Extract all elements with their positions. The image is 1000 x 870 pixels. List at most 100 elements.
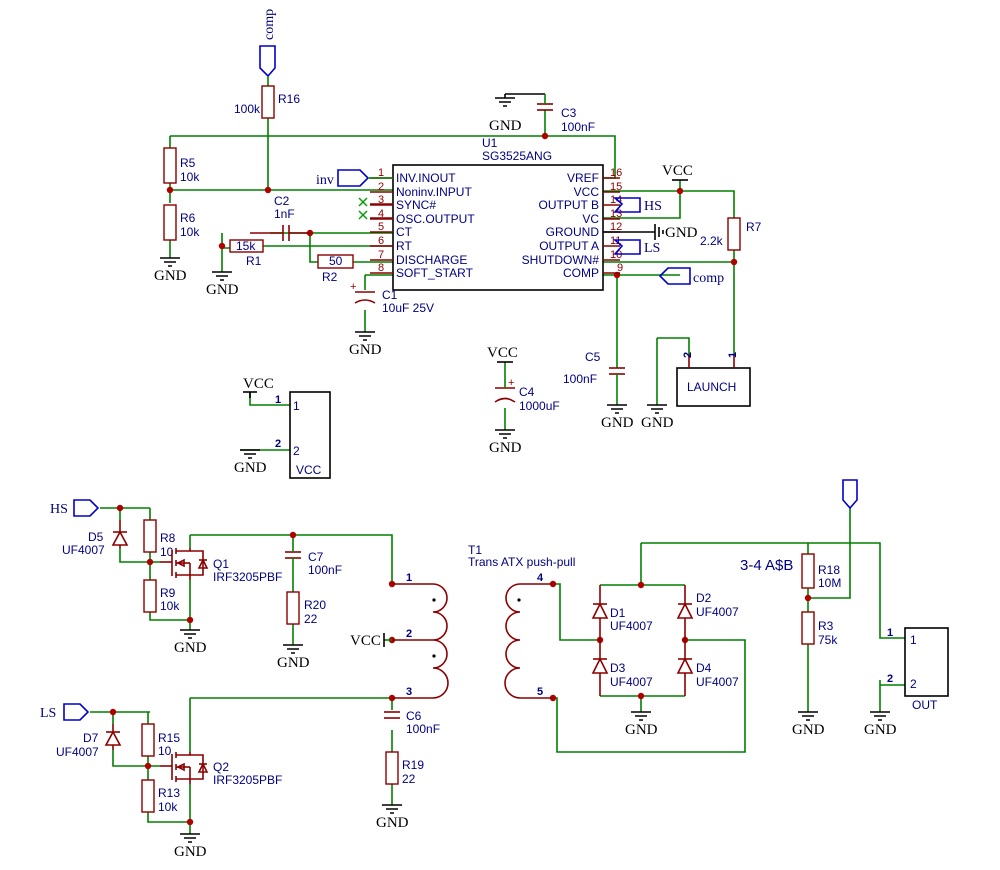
parts-q2-ref: Q2 [213,760,229,774]
ic-pin-1-name: INV.INOUT [396,171,456,185]
parts-c7-value: 100nF [308,563,342,577]
ic-pin-16-num: 16 [610,167,622,179]
ic-pin-6-name: RT [396,239,412,253]
ic-pin-5-num: 5 [378,221,384,233]
gnd-label: GND [154,268,187,284]
parts-t1-p1: 1 [406,572,412,584]
c4: + C4 1000uF [494,377,560,413]
vcc-c4: VCC [487,345,518,363]
comp-flag-top: comp [259,9,277,86]
vcc-t1: VCC [350,633,392,649]
gnd-label: GND [174,640,207,656]
parts-d3-value: UF4007 [610,675,653,689]
parts-d1-ref: D1 [610,606,626,620]
parts-c3-value: 100nF [561,120,595,134]
vcc-t1-text: VCC [350,633,381,649]
r9: R9 10k [143,579,180,613]
gnd-label: GND [641,415,674,431]
ic-pin-8-num: 8 [378,262,384,274]
out-connector: OUT 1 2 1 2 [887,627,949,712]
ic-u1-ref: U1 [482,136,498,150]
vcc-c4-text: VCC [487,345,518,361]
parts-d4-value: UF4007 [696,675,739,689]
ls-label-u1: LS [612,239,660,256]
ic-pin-8-name: SOFT_START [396,266,474,280]
parts-r18-value: 10M [818,576,841,590]
gnd-symbol: GND [376,804,409,831]
parts-r6-ref: R6 [180,211,196,225]
t1-transformer: T1 Trans ATX push-pull 1 2 3 4 5 [392,543,575,699]
parts-c6-value: 100nF [406,722,440,736]
parts-q1-ref: Q1 [213,557,229,571]
ls-flag-driver: LS [40,703,90,721]
comp-label-u1-text: comp [693,271,724,286]
ic-pin-9-num: 9 [617,262,623,274]
d4: D4 UF4007 [676,640,739,696]
parts-c6-ref: C6 [406,709,422,723]
c2: C2 1nF [250,194,310,241]
gnd-label: GND [489,118,522,134]
parts-r19-value: 22 [402,772,416,786]
comp-label-top: comp [262,9,277,40]
vcc-conn-text: VCC [243,376,274,392]
parts-vccconn-pin2: 2 [275,438,281,450]
ic-pin-16-name: VREF [567,171,599,185]
parts-d5-value: UF4007 [62,543,105,557]
parts-r9-value: 10k [160,599,180,613]
current-note: 3-4 A$B [740,557,793,574]
wires [90,110,905,834]
parts-r3-value: 75k [818,633,838,647]
ic-pin-13-name: VC [582,212,599,226]
gnd-label: GND [349,342,382,358]
parts-d2-value: UF4007 [696,605,739,619]
parts-t1-p2: 2 [406,628,412,640]
parts-vccconn-name: VCC [296,463,322,477]
parts-r18-ref: R18 [818,563,840,577]
r7: R7 2.2k [700,217,762,251]
gnd-symbol: GND [792,711,825,738]
r2: 50 R2 [317,254,354,284]
q1-mosfet: Q1 IRF3205PBF [160,548,282,584]
c5: C5 100nF [563,350,625,386]
parts-t1-value: Trans ATX push-pull [468,555,575,569]
gnd-label: GND [277,655,310,671]
parts-r2-value: 50 [329,254,343,268]
r20: R20 22 [286,591,326,626]
gnd-label: GND [174,844,207,860]
ic-pin-15-num: 15 [610,181,622,193]
hs-label-u1-text: HS [644,199,662,214]
parts-r16-value: 100k [234,102,261,116]
r19: R19 22 [385,751,424,786]
parts-launch-pin1: 1 [727,352,739,358]
parts-r13-ref: R13 [158,786,180,800]
ic-pin-7-num: 7 [378,249,384,261]
vcc-u1: VCC [662,163,693,181]
ic-pin-4-num: 4 [378,208,384,220]
parts-r7-ref: R7 [746,220,762,234]
d5: D5 UF4007 [62,520,129,557]
gnd-symbol: GND [489,429,522,456]
parts-r8-value: 10 [160,545,174,559]
ic-pin-7-name: DISCHARGE [396,253,467,267]
ic-pin-12-name: GROUND [546,225,600,239]
gnd-symbol: GND [277,644,310,671]
gnd-label: GND [376,815,409,831]
r18: R18 10M [801,553,841,590]
gnd-symbol: GND [601,404,634,431]
ic-pin-9-name: COMP [563,266,599,280]
parts-out-pin2: 2 [910,677,917,691]
inv-label: inv [316,169,393,188]
gnd-symbol: GND [864,711,897,738]
d1: D1 UF4007 [591,585,653,640]
gnd-symbol: GND [206,271,239,298]
parts-c1-value: 10uF 25V [382,301,434,315]
parts-d4-ref: D4 [696,661,712,675]
vcc-conn: VCC [243,376,274,398]
c3: C3 100nF [537,94,595,134]
parts-t1-p3: 3 [406,686,412,698]
parts-t1-p5: 5 [537,686,543,698]
parts-r9-ref: R9 [160,586,176,600]
q2-mosfet: Q2 IRF3205PBF [160,752,282,787]
